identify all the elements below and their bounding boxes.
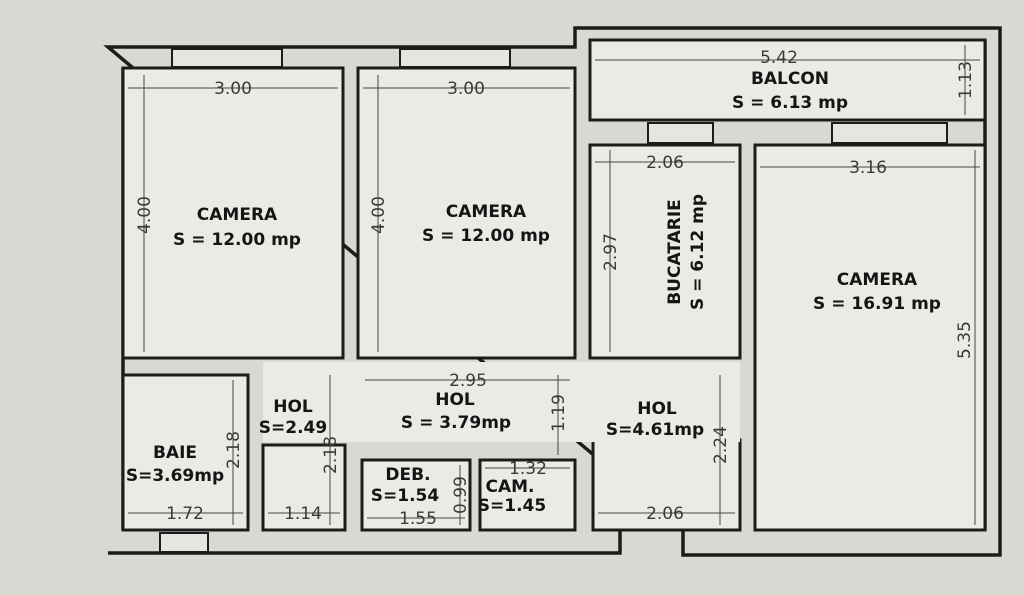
room-name: CAM. [485,477,534,497]
room-name: CAMERA [446,202,527,222]
hallway-floor [263,362,740,442]
room-name: BAIE [153,443,197,463]
room-cam[interactable] [478,458,577,532]
window [171,48,283,68]
room-camera-2[interactable] [356,66,577,360]
dimension-width: 3.00 [214,79,252,99]
dimension-height: 2.24 [711,426,731,464]
dimension-width: 1.55 [399,509,437,529]
dimension-width: 3.16 [849,158,887,178]
room-name: HOL [637,399,677,419]
room-name: BUCATARIE [665,199,685,305]
room-name: BALCON [751,69,829,89]
window [159,532,209,553]
room-name: HOL [435,390,475,410]
room-area: S=1.45 [478,496,546,516]
window [399,48,511,68]
room-area: S = 6.13 mp [732,93,848,113]
dimension-height: 1.13 [956,61,976,99]
dimension-height: 1.19 [549,394,569,432]
dimension-width: 1.14 [284,504,322,524]
dimension-width: 5.42 [760,48,798,68]
room-hol-1[interactable] [261,443,347,532]
dimension-height: 4.00 [369,196,389,234]
room-area: S=3.69mp [126,466,224,486]
room-camera-1[interactable] [121,66,345,360]
dimension-lines [128,45,980,525]
room-name: DEB. [385,465,430,485]
dimension-width: 2.95 [449,371,487,391]
dimension-width: 2.06 [646,153,684,173]
dimension-width: 3.00 [447,79,485,99]
dimension-height: 4.00 [135,196,155,234]
room-balcon[interactable] [588,38,987,122]
room-area: S = 3.79mp [401,413,511,433]
room-area: S = 12.00 mp [422,226,550,246]
dimension-width: 2.06 [646,504,684,524]
outer-wall [103,26,1002,557]
dimension-height: 2.97 [601,233,621,271]
room-area: S = 16.91 mp [813,294,941,314]
room-area: S = 12.00 mp [173,230,301,250]
dimension-width: 1.32 [509,459,547,479]
room-area: S=4.61mp [606,420,704,440]
window [647,122,714,144]
dimension-width: 1.72 [166,504,204,524]
room-name: HOL [273,397,313,417]
room-name: CAMERA [837,270,918,290]
dimension-height: 2.18 [224,431,244,469]
room-baie[interactable] [121,373,250,532]
window [831,122,948,144]
room-area: S=2.49 [259,418,327,438]
room-bucatarie[interactable] [588,143,742,360]
room-name: CAMERA [197,205,278,225]
room-hol-3[interactable] [591,438,742,532]
dimension-height: 2.18 [321,436,341,474]
dimension-height: 0.99 [451,476,471,514]
room-area: S=1.54 [371,486,440,506]
room-area: S = 6.12 mp [688,194,708,310]
dimension-height: 5.35 [955,321,975,359]
room-camera-3[interactable] [753,143,987,532]
